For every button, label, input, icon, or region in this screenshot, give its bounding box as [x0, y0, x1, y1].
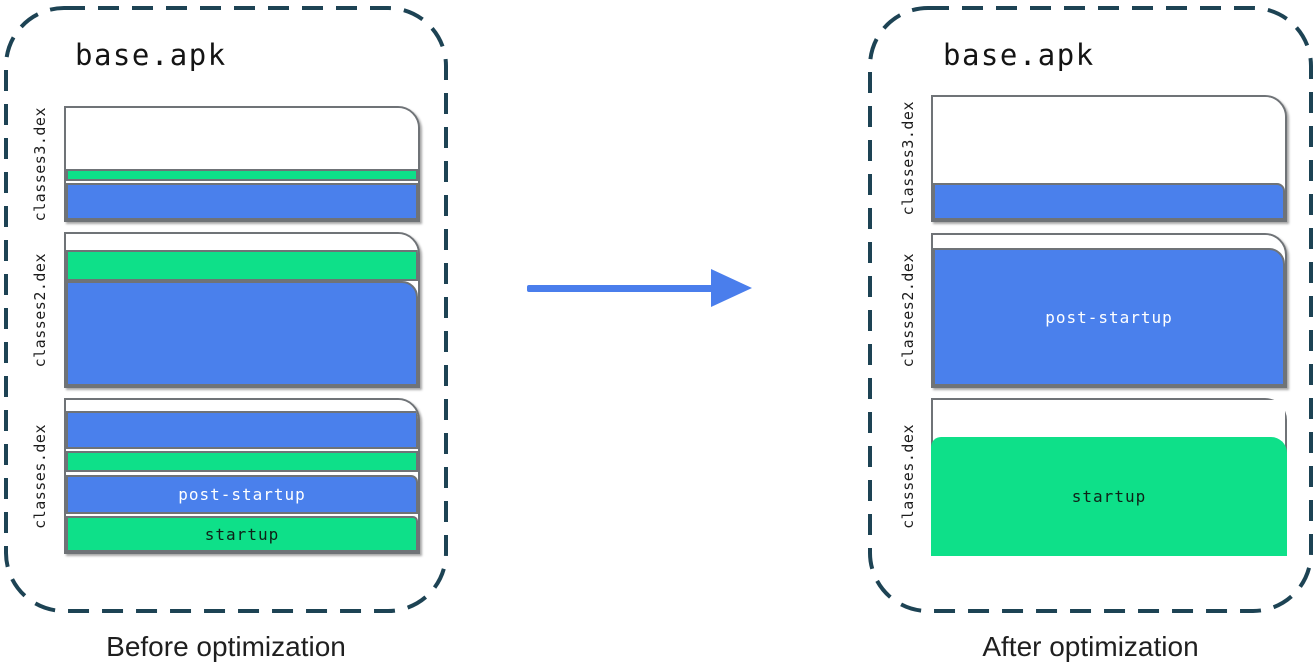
unused-space [66, 108, 418, 169]
after-classes2-page: post-startup [931, 233, 1287, 388]
before-caption: Before optimization [106, 631, 346, 662]
dex-segment-blue [66, 281, 418, 386]
after-classes-label: classes.dex [899, 423, 917, 529]
unused-space [933, 400, 1285, 437]
after-classes3-label: classes3.dex [899, 101, 917, 216]
dex-segment-green [66, 169, 418, 181]
after-classes-page: startup [931, 398, 1287, 556]
after-caption: After optimization [982, 631, 1199, 662]
before-classes2-page [64, 232, 420, 388]
dashed-border-rect [4, 6, 448, 613]
after-panel-border [868, 6, 1313, 613]
dex-segment-green [66, 451, 418, 472]
dex-segment-blue [66, 411, 418, 449]
after-classes2-label: classes2.dex [899, 253, 917, 368]
before-classes3-label: classes3.dex [31, 106, 49, 222]
dex-segment-blue [66, 183, 418, 220]
before-apk-title: base.apk [75, 38, 227, 72]
startup-segment: startup [66, 516, 418, 552]
dex-segment-blue [933, 183, 1285, 220]
after-classes3-page [931, 95, 1287, 222]
before-classes3-page [64, 106, 420, 222]
before-classes2-label: classes2.dex [31, 252, 49, 368]
after-apk-title: base.apk [943, 38, 1095, 72]
dex-segment-green [66, 250, 418, 281]
before-panel-border [4, 6, 448, 613]
startup-segment: startup [931, 437, 1287, 556]
post-startup-segment: post-startup [66, 475, 418, 514]
before-classes-page: post-startup startup [64, 398, 420, 554]
before-classes-label: classes.dex [31, 423, 49, 529]
post-startup-segment: post-startup [933, 248, 1285, 386]
unused-space [66, 400, 418, 411]
dashed-border-rect [868, 6, 1313, 613]
right-arrow-icon [527, 269, 752, 307]
unused-space [933, 97, 1285, 183]
unused-space [66, 234, 418, 250]
unused-space [933, 235, 1285, 248]
